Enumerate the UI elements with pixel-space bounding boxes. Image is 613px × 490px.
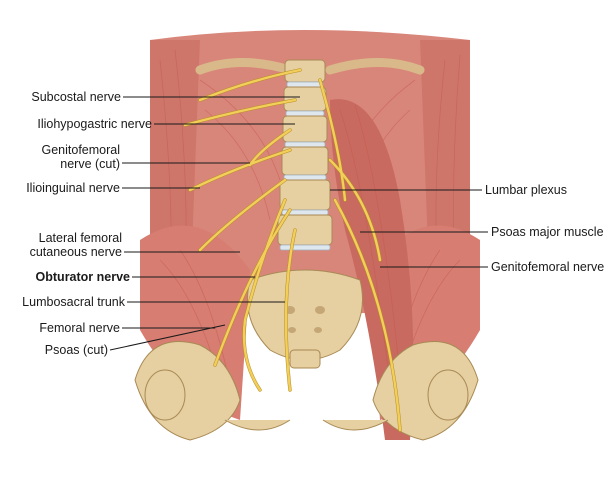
labels: Subcostal nerve Iliohypogastric nerve Ge…	[22, 90, 604, 357]
lumbosacral-trunk-path	[284, 228, 297, 392]
obturator-nerve-path	[242, 198, 287, 392]
label-femoral-nerve: Femoral nerve	[39, 321, 120, 335]
label-obturator-nerve: Obturator nerve	[36, 270, 131, 284]
genitofemoral-nerve-path	[333, 198, 402, 432]
nerves	[183, 68, 402, 432]
label-subcostal-nerve: Subcostal nerve	[31, 90, 121, 104]
leader-lines	[109, 96, 488, 351]
ribs	[195, 58, 425, 75]
label-lumbar-plexus: Lumbar plexus	[485, 183, 567, 197]
plexus-branch-path	[328, 158, 382, 262]
label-lumbosacral-trunk: Lumbosacral trunk	[22, 295, 126, 309]
label-psoas-major-muscle: Psoas major muscle	[491, 225, 604, 239]
label-genitofemoral-cut-line1: Genitofemoral	[41, 143, 120, 157]
label-iliohypogastric-nerve: Iliohypogastric nerve	[37, 117, 152, 131]
label-psoas-cut: Psoas (cut)	[45, 343, 108, 357]
iliohypogastric-nerve-path	[183, 98, 297, 127]
label-ilioinguinal-nerve: Ilioinguinal nerve	[26, 181, 120, 195]
label-lateral-femoral-line2: cutaneous nerve	[30, 245, 122, 259]
ilioinguinal-nerve-path	[188, 148, 292, 192]
label-genitofemoral-cut-line2: nerve (cut)	[60, 157, 120, 171]
femoral-nerve-path	[213, 208, 292, 367]
vertebral-column	[277, 59, 333, 369]
label-genitofemoral-nerve: Genitofemoral nerve	[491, 260, 604, 274]
lumbar-plexus-right-path	[318, 78, 347, 202]
lateral-femoral-cutaneous-nerve-path	[198, 178, 287, 252]
subcostal-nerve-path	[198, 68, 302, 102]
label-lateral-femoral-line1: Lateral femoral	[39, 231, 122, 245]
